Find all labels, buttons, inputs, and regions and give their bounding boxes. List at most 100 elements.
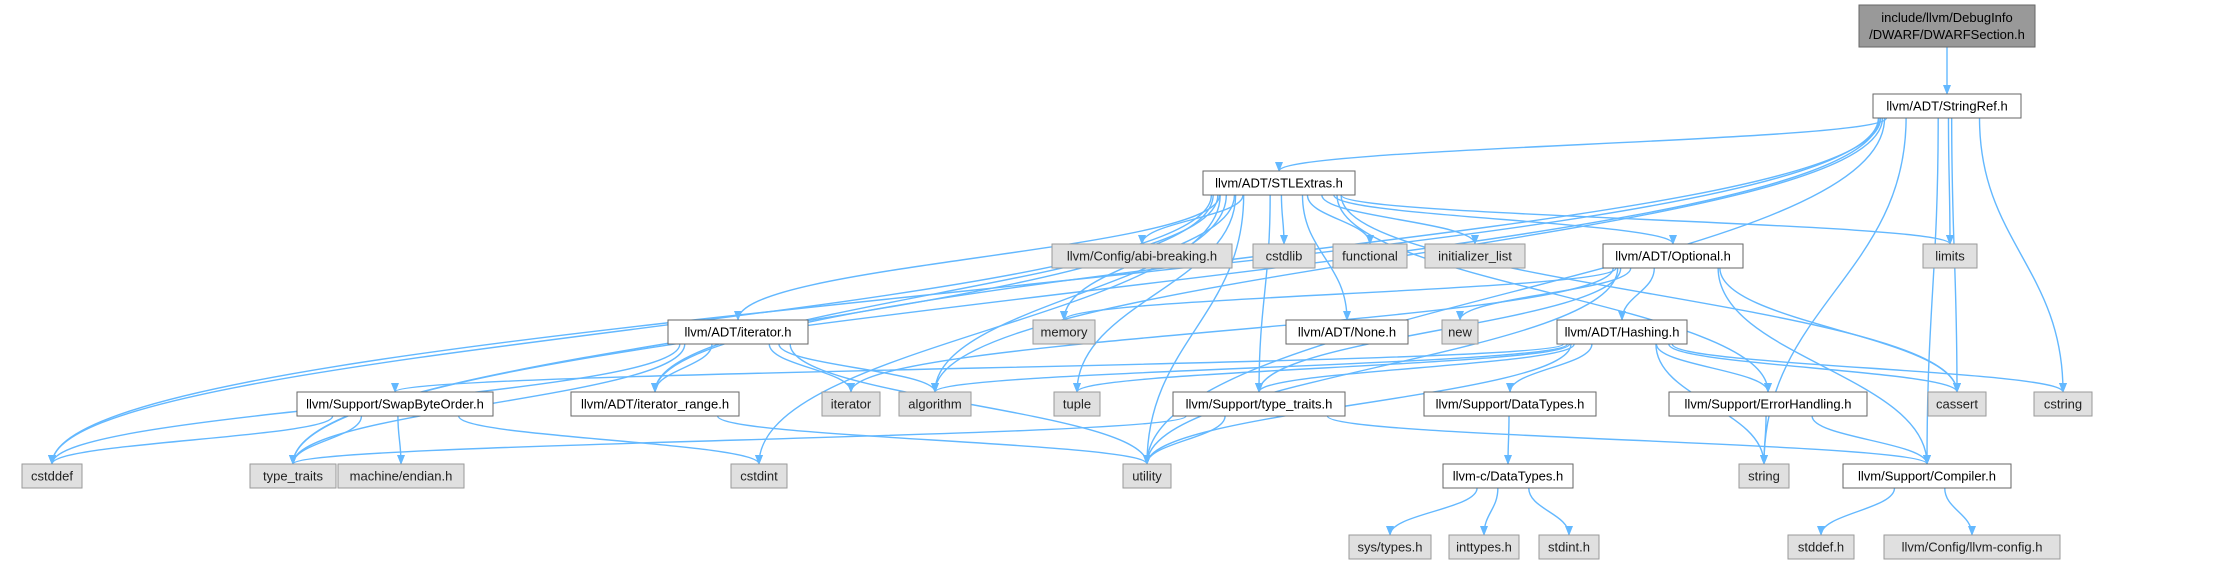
node-iterrange[interactable]: llvm/ADT/iterator_range.h [570, 391, 740, 417]
node-new: new [1441, 319, 1479, 345]
node-abibreaking: llvm/Config/abi-breaking.h [1051, 243, 1233, 269]
node-utility: utility [1122, 463, 1172, 489]
edge-stlextras-to-cassert [1340, 194, 1961, 393]
node-label-utility: utility [1132, 469, 1162, 484]
node-box-root [1858, 4, 2036, 48]
node-box-cstddef [21, 463, 83, 489]
edge-iterator_h-to-iterrange [651, 343, 713, 393]
edge-swapbyteorder-to-cstdint [458, 415, 763, 465]
edge-stringref-to-algorithm [931, 117, 1884, 393]
edge-stringref-to-limits [1945, 117, 1954, 245]
node-box-string [1738, 463, 1790, 489]
edge-optional-to-compiler [1717, 267, 1931, 465]
node-stringref[interactable]: llvm/ADT/StringRef.h [1872, 93, 2022, 119]
node-box-inttypes [1448, 534, 1520, 560]
edge-stlextras-to-optional [1333, 194, 1677, 245]
node-stlextras[interactable]: llvm/ADT/STLExtras.h [1202, 170, 1356, 196]
node-box-errorhandling [1668, 391, 1868, 417]
node-llvmconfig: llvm/Config/llvm-config.h [1883, 534, 2061, 560]
edge-swapbyteorder-to-machendian [396, 415, 405, 465]
node-errorhandling[interactable]: llvm/Support/ErrorHandling.h [1668, 391, 1868, 417]
node-stddef: stddef.h [1787, 534, 1855, 560]
node-label-systypes: sys/types.h [1357, 540, 1422, 555]
edge-stlextras-to-cstdint [755, 194, 1221, 465]
node-stdint: stdint.h [1538, 534, 1600, 560]
node-label-string: string [1748, 469, 1780, 484]
node-label-root: /DWARF/DWARFSection.h [1869, 27, 2025, 42]
node-cdatatypes[interactable]: llvm-c/DataTypes.h [1442, 463, 1574, 489]
node-label-iterator: iterator [831, 397, 872, 412]
node-algorithm: algorithm [898, 391, 972, 417]
node-limits: limits [1922, 243, 1978, 269]
node-root[interactable]: include/llvm/DebugInfo/DWARF/DWARFSectio… [1858, 4, 2036, 48]
node-box-datatypes_h [1423, 391, 1597, 417]
edge-optional-to-hashing [1618, 267, 1656, 321]
node-box-utility [1122, 463, 1172, 489]
node-box-iterator_h [667, 319, 809, 345]
edge-stlextras-to-cstdlib [1279, 194, 1288, 245]
node-type_traits: type_traits [249, 463, 337, 489]
node-iterator_h[interactable]: llvm/ADT/iterator.h [667, 319, 809, 345]
node-box-limits [1922, 243, 1978, 269]
edge-iterator_h-to-algorithm [778, 343, 939, 393]
node-box-tuple [1053, 391, 1101, 417]
edge-stlextras-to-cstddef [48, 194, 1213, 465]
edge-stlextras-to-none [1301, 194, 1351, 321]
edge-cdatatypes-to-systypes [1386, 487, 1478, 536]
edge-iterrange-to-utility [716, 415, 1151, 465]
edge-hashing-to-cstring [1671, 343, 2067, 393]
node-box-cstdint [730, 463, 788, 489]
node-cstdlib: cstdlib [1252, 243, 1316, 269]
node-box-systypes [1348, 534, 1432, 560]
node-box-stlextras [1202, 170, 1356, 196]
node-label-initlist: initializer_list [1438, 249, 1512, 264]
node-systypes: sys/types.h [1348, 534, 1432, 560]
node-label-datatypes_h: llvm/Support/DataTypes.h [1436, 397, 1585, 412]
node-box-algorithm [898, 391, 972, 417]
node-box-new [1441, 319, 1479, 345]
edge-optional-to-typetraits_h [1255, 267, 1622, 393]
node-cstring: cstring [2033, 391, 2093, 417]
edge-swapbyteorder-to-cstddef [48, 415, 334, 465]
node-label-iterator_h: llvm/ADT/iterator.h [685, 325, 792, 340]
node-box-type_traits [249, 463, 337, 489]
node-swapbyteorder[interactable]: llvm/Support/SwapByteOrder.h [296, 391, 494, 417]
edge-cdatatypes-to-inttypes [1480, 487, 1499, 536]
edge-iterator_h-to-iterator [768, 343, 855, 393]
node-label-cassert: cassert [1936, 397, 1978, 412]
node-none[interactable]: llvm/ADT/None.h [1285, 319, 1409, 345]
node-label-llvmconfig: llvm/Config/llvm-config.h [1902, 540, 2043, 555]
edge-compiler-to-stddef [1817, 487, 1896, 536]
node-box-llvmconfig [1883, 534, 2061, 560]
node-label-typetraits_h: llvm/Support/type_traits.h [1186, 397, 1333, 412]
node-label-optional: llvm/ADT/Optional.h [1615, 249, 1731, 264]
edge-optional-to-memory [1060, 267, 1617, 321]
node-box-stringref [1872, 93, 2022, 119]
node-label-type_traits: type_traits [263, 469, 323, 484]
node-datatypes_h[interactable]: llvm/Support/DataTypes.h [1423, 391, 1597, 417]
edge-hashing-to-algorithm [931, 343, 1569, 393]
edge-optional-to-cassert [1719, 267, 1961, 393]
edge-hashing-to-datatypes_h [1506, 343, 1593, 393]
node-box-cstring [2033, 391, 2093, 417]
node-label-iterrange: llvm/ADT/iterator_range.h [581, 397, 729, 412]
edge-stringref-to-stlextras [1275, 117, 1888, 172]
edge-stlextras-to-typetraits_h [1255, 194, 1271, 393]
edge-compiler-to-llvmconfig [1944, 487, 1976, 536]
node-compiler[interactable]: llvm/Support/Compiler.h [1842, 463, 2012, 489]
node-hashing[interactable]: llvm/ADT/Hashing.h [1556, 319, 1688, 345]
node-label-limits: limits [1935, 249, 1965, 264]
node-memory: memory [1032, 319, 1096, 345]
edge-hashing-to-swapbyteorder [391, 343, 1564, 393]
node-box-machendian [337, 463, 465, 489]
node-box-stddef [1787, 534, 1855, 560]
node-inttypes: inttypes.h [1448, 534, 1520, 560]
node-box-initlist [1424, 243, 1526, 269]
node-box-cdatatypes [1442, 463, 1574, 489]
edge-cdatatypes-to-stdint [1528, 487, 1573, 536]
node-optional[interactable]: llvm/ADT/Optional.h [1602, 243, 1744, 269]
node-tuple: tuple [1053, 391, 1101, 417]
node-typetraits_h[interactable]: llvm/Support/type_traits.h [1172, 391, 1346, 417]
node-label-algorithm: algorithm [908, 397, 961, 412]
node-label-none: llvm/ADT/None.h [1298, 325, 1396, 340]
